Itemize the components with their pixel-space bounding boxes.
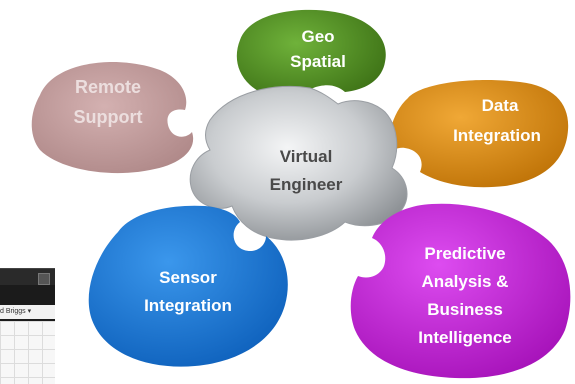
- remote-support-piece: Remote Support: [31, 62, 194, 174]
- sensor-integration-label-line1: Sensor: [159, 268, 217, 287]
- data-integration-label-line1: Data: [482, 96, 519, 115]
- remote-support-label-line2: Support: [74, 107, 143, 127]
- virtual-engineer-label-line2: Engineer: [270, 175, 343, 194]
- ui-thumbnail-fragment: d Briggs ▾: [0, 268, 55, 384]
- sensor-integration-label-line2: Integration: [144, 296, 232, 315]
- predictive-label-line1: Predictive: [424, 244, 505, 263]
- data-integration-piece: Data Integration: [388, 79, 569, 188]
- predictive-label-line3: Business: [427, 300, 503, 319]
- thumbnail-user-label: d Briggs ▾: [0, 305, 55, 319]
- remote-support-label-line1: Remote: [75, 77, 141, 97]
- data-integration-label-line2: Integration: [453, 126, 541, 145]
- virtual-engineer-label-line1: Virtual: [280, 147, 333, 166]
- predictive-label-line2: Analysis &: [422, 272, 509, 291]
- predictive-label-line4: Intelligence: [418, 328, 512, 347]
- close-icon[interactable]: [38, 273, 50, 285]
- geo-spatial-label-line1: Geo: [301, 27, 334, 46]
- geo-spatial-piece: Geo Spatial: [236, 9, 386, 106]
- thumbnail-grid: [0, 321, 55, 384]
- predictive-analysis-piece: Predictive Analysis & Business Intellige…: [350, 203, 571, 379]
- geo-spatial-label-line2: Spatial: [290, 52, 346, 71]
- virtual-engineer-hub: Virtual Engineer: [189, 85, 408, 241]
- sensor-integration-piece: Sensor Integration: [88, 205, 288, 367]
